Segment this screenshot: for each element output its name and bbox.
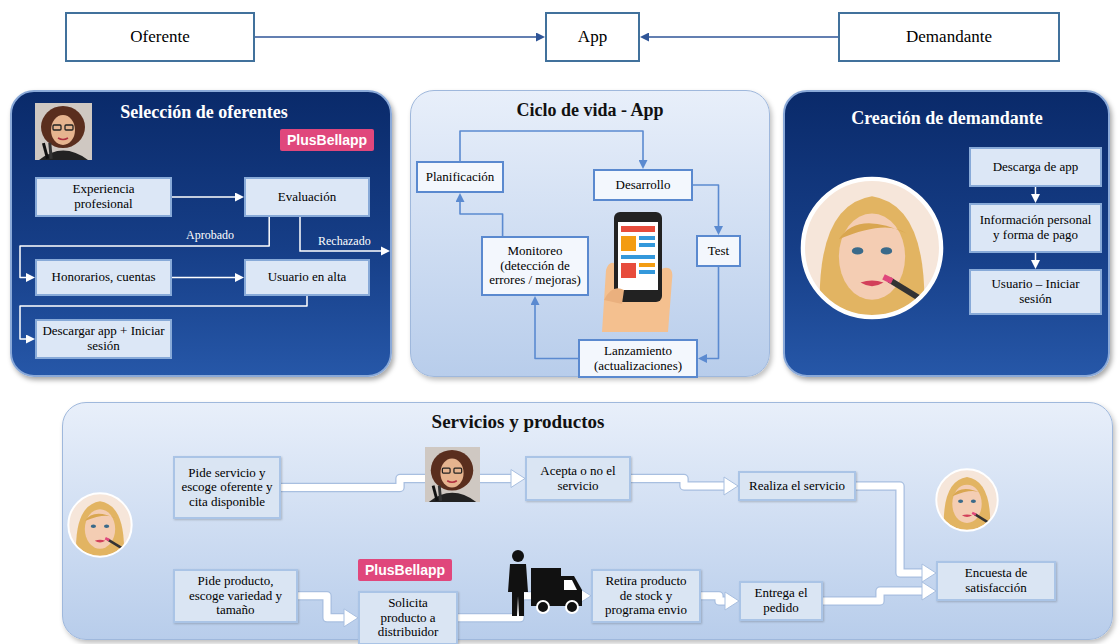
flow-arrow (631, 479, 724, 487)
header-text: Demandante (906, 27, 992, 47)
flow-arrow (458, 596, 577, 618)
brand-logo: PlusBellapp (358, 559, 452, 581)
box-text: Retira producto de stock y programa envi… (598, 574, 694, 618)
box-text: Monitoreo (detección de errores / mejora… (488, 244, 582, 288)
header-text: App (578, 27, 607, 47)
process-box: Experiencia profesional (35, 177, 172, 217)
flow-arrow (298, 596, 344, 618)
edge-label: Aprobado (186, 229, 234, 243)
process-box: Usuario – Iniciar sesión (969, 269, 1102, 315)
process-box: Pide servicio y escoge oferente y cita d… (173, 456, 281, 519)
flow-arrow (172, 196, 235, 198)
edge-note: Rechazado (318, 235, 371, 249)
flow-arrow (693, 185, 719, 226)
panel-title: Ciclo de vida - App (411, 100, 769, 121)
flow-arrow (1035, 187, 1037, 194)
stylist-photo (35, 103, 92, 160)
flow-arrow (535, 305, 578, 359)
arrow-shadow (631, 479, 724, 487)
box-text: Desarrollo (616, 178, 671, 193)
process-box: Pide producto, escoge variedad y tamaño (173, 569, 298, 623)
rejected-arrow (300, 215, 390, 256)
box-text: Experiencia profesional (42, 182, 165, 211)
box-text: Información personal y forma de pago (976, 213, 1095, 242)
flow-arrow (460, 131, 643, 161)
arrow-shadow (856, 486, 922, 573)
flow-arrow (281, 479, 511, 488)
section-panel: Servicios y productosPide servicio y esc… (62, 402, 1113, 640)
logo-text: PlusBellapp (365, 562, 445, 578)
flow-arrow (172, 277, 235, 279)
customer-photo (803, 179, 941, 320)
process-box: Honorarios, cuentas (35, 259, 172, 296)
section-panel: Ciclo de vida - AppPlanificaciónDesarrol… (410, 90, 770, 377)
box-text: Usuario – Iniciar sesión (976, 277, 1095, 306)
panel-title: Selección de oferentes (104, 102, 304, 123)
box-text: Evaluación (278, 190, 336, 205)
flow-arrow (707, 267, 719, 359)
flow-arrow (856, 486, 922, 573)
process-box: Entrega el pedido (739, 581, 823, 621)
header-box: App (545, 12, 640, 62)
process-box: Desarrollo (593, 169, 693, 201)
brand-logo: PlusBellapp (280, 129, 374, 151)
box-text: Acepta o no el servicio (532, 464, 624, 493)
header-box: Oferente (65, 12, 255, 62)
arrow-shadow (298, 596, 344, 618)
box-text: Solicita producto a distribuidor (365, 596, 451, 640)
process-box: Encuesta de satisfacción (936, 561, 1056, 601)
box-text: Descarga de app (993, 160, 1079, 175)
panel-title: Servicios y productos (393, 411, 643, 433)
process-box: Descargar app + Iniciar sesión (35, 319, 172, 359)
delivery-icon (508, 550, 582, 616)
panel-title: Creación de demandante (797, 108, 1097, 129)
box-text: Pide servicio y escoge oferente y cita d… (180, 466, 274, 510)
box-text: Entrega el pedido (746, 586, 816, 615)
process-box: Planificación (416, 161, 504, 193)
flow-arrow (649, 36, 838, 37)
flow-arrow (823, 591, 922, 601)
arrow-shadow (458, 596, 577, 618)
section-panel: Creación de demandanteDescarga de appInf… (783, 90, 1110, 377)
box-text: Usuario en alta (268, 270, 347, 285)
process-box: Monitoreo (detección de errores / mejora… (481, 236, 589, 296)
flow-arrow (255, 36, 536, 37)
box-text: Lanzamiento (actualizaciones) (585, 344, 691, 373)
header-text: Oferente (130, 27, 189, 47)
process-box: Evaluación (244, 177, 370, 217)
stylist-photo (425, 447, 480, 502)
process-box: Realiza el servicio (738, 471, 856, 501)
box-text: Encuesta de satisfacción (943, 566, 1049, 595)
box-text: Planificación (426, 170, 495, 185)
process-box: Retira producto de stock y programa envi… (591, 569, 701, 623)
header-box: Demandante (838, 12, 1060, 62)
logo-text: PlusBellapp (287, 132, 367, 148)
phone-icon (602, 212, 672, 332)
flow-arrow (1035, 253, 1037, 260)
box-text: Descargar app + Iniciar sesión (42, 324, 165, 353)
process-box: Lanzamiento (actualizaciones) (578, 339, 698, 378)
box-text: Pide producto, escoge variedad y tamaño (180, 574, 291, 618)
flow-arrow (20, 217, 269, 278)
process-box: Solicita producto a distribuidor (358, 591, 458, 644)
arrow-shadow (281, 479, 511, 488)
flow-arrow (20, 296, 307, 339)
flow-arrow (701, 596, 725, 601)
arrow-shadow (823, 591, 922, 601)
process-box: Descarga de app (969, 147, 1102, 187)
process-box: Usuario en alta (244, 259, 370, 296)
box-text: Honorarios, cuentas (52, 270, 156, 285)
arrow-shadow (701, 596, 725, 601)
process-box: Información personal y forma de pago (969, 203, 1102, 253)
process-box: Test (696, 235, 741, 267)
box-text: Realiza el servicio (749, 479, 845, 494)
process-box: Acepta o no el servicio (525, 456, 631, 501)
flow-arrow (460, 202, 503, 236)
customer-photo (936, 469, 997, 532)
box-text: Test (708, 244, 729, 259)
customer-photo (68, 493, 131, 558)
